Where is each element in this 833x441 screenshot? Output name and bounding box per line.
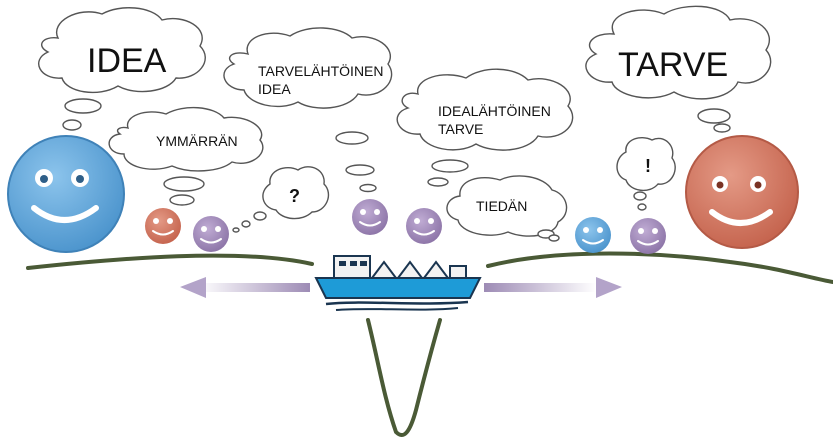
bubble-ymmarran	[108, 106, 264, 206]
small-purple-smiley-icon-4	[630, 218, 666, 254]
question-mark: ?	[289, 186, 300, 206]
tarve-label: TARVE	[618, 46, 728, 84]
small-purple-smiley-icon-1	[193, 216, 229, 252]
idealahtoinen-line2: TARVE	[438, 121, 483, 137]
right-arrow	[484, 277, 622, 298]
bubble-exclamation	[616, 136, 676, 211]
tarvelahtoinen-line1: TARVELÄHTÖINEN	[258, 62, 384, 79]
small-purple-smiley-icon-2	[352, 199, 388, 235]
tarvelahtoinen-line2: IDEA	[258, 81, 291, 97]
bubble-tarve	[585, 5, 772, 133]
small-purple-smiley-icon-3	[406, 208, 442, 244]
bubble-idea	[38, 7, 206, 131]
bubble-tiedan	[446, 175, 568, 242]
small-blue-smiley-icon	[575, 217, 611, 253]
bubble-question	[232, 166, 330, 233]
idea-label: IDEA	[87, 42, 167, 80]
tiedan-label: TIEDÄN	[476, 198, 527, 214]
bubble-tarvelahtoinen	[223, 27, 393, 193]
large-orange-smiley-icon	[685, 135, 799, 249]
ymmarran-label: YMMÄRRÄN	[156, 133, 238, 149]
idealahtoinen-line1: IDEALÄHTÖINEN	[438, 102, 551, 119]
bubble-idealahtoinen	[396, 68, 574, 187]
exclamation-mark: !	[645, 156, 651, 176]
ship-icon	[314, 255, 482, 311]
large-blue-smiley-icon	[7, 135, 125, 253]
ground-line	[26, 251, 833, 437]
small-orange-smiley-icon	[145, 208, 181, 244]
left-arrow	[180, 277, 310, 298]
